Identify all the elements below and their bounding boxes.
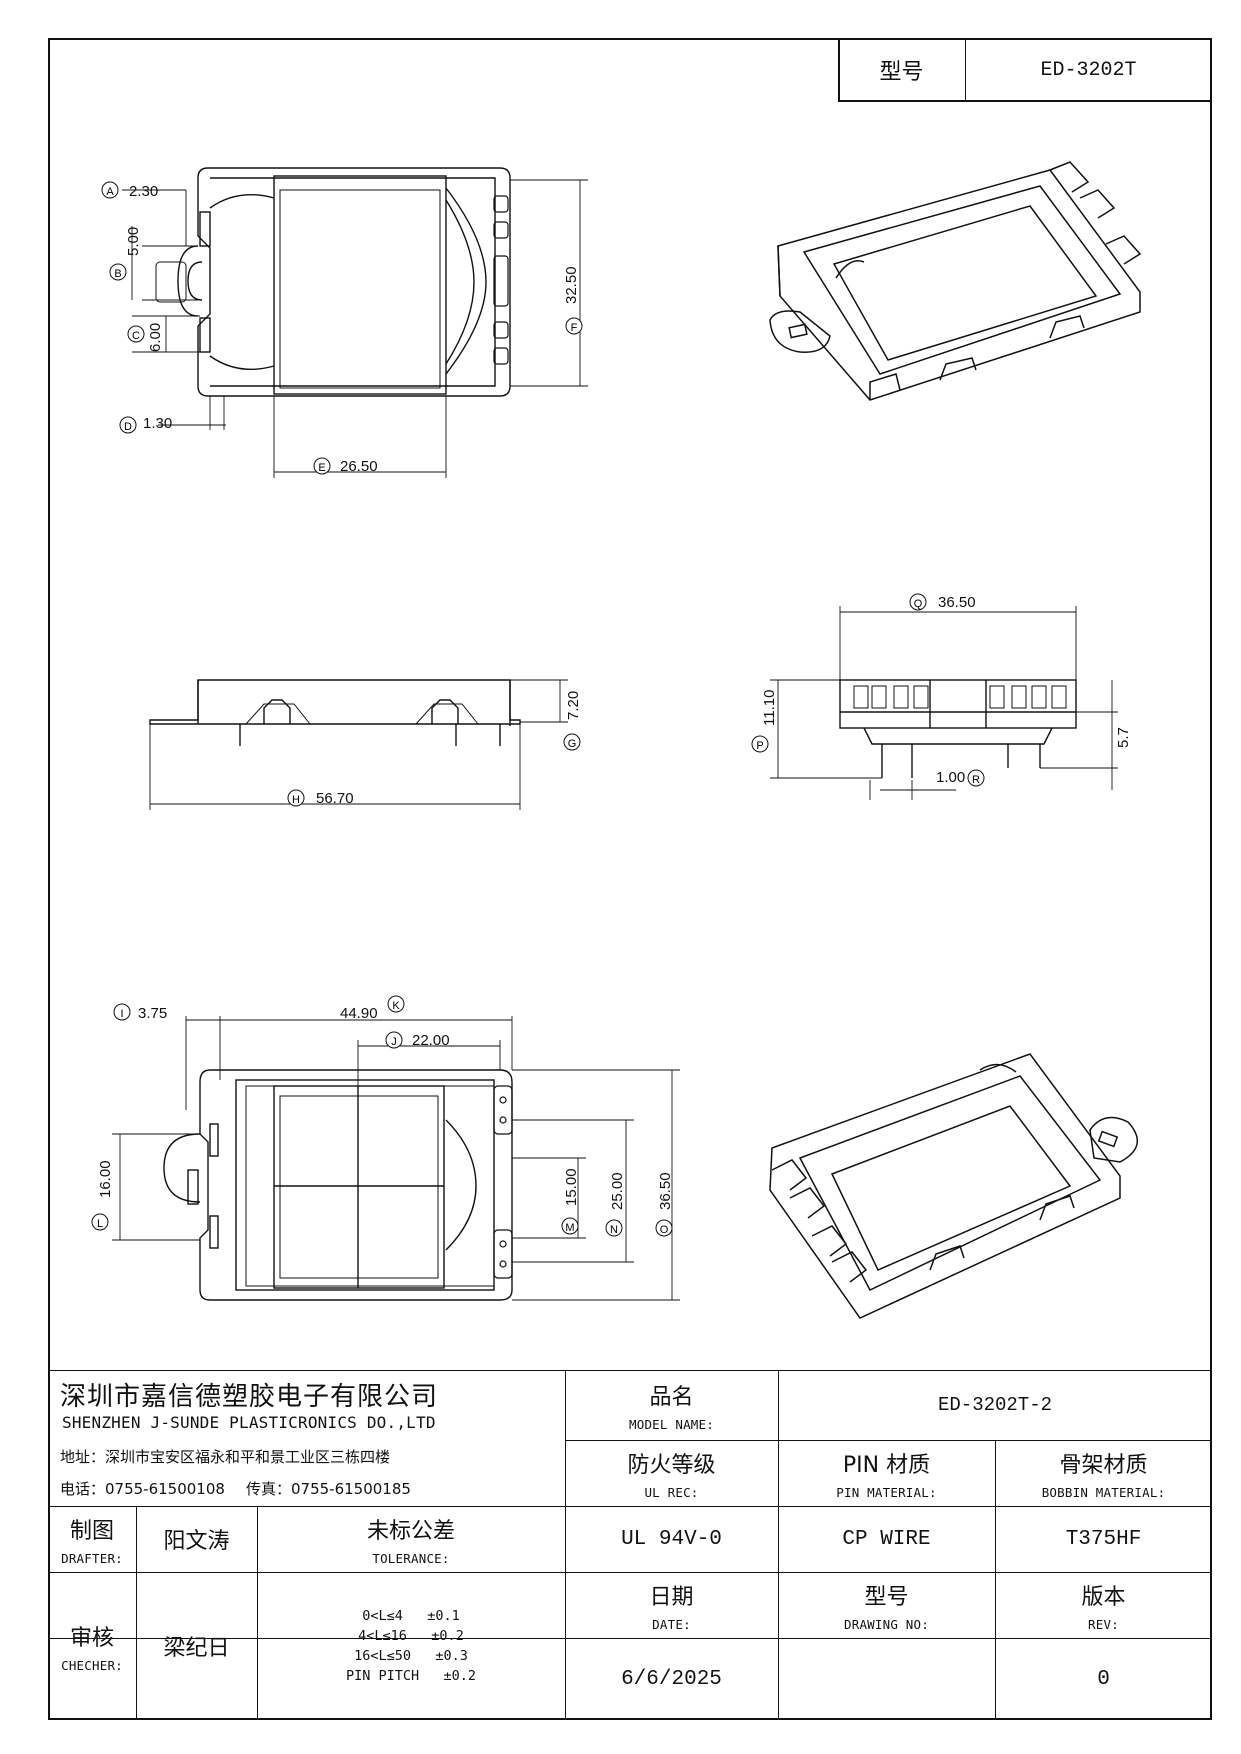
dim-E: 26.50 bbox=[340, 458, 378, 475]
drawing-no-en: DRAWING NO: bbox=[844, 1616, 929, 1632]
header-box bbox=[838, 38, 1212, 102]
iso-view-top bbox=[769, 161, 1142, 401]
dim-N: 25.00 bbox=[609, 1172, 626, 1210]
checker-label: 审核 CHECHER: bbox=[48, 1572, 136, 1720]
balloon-I: I bbox=[120, 1008, 123, 1020]
company-name-cn: 深圳市嘉信德塑胶电子有限公司 bbox=[60, 1382, 439, 1412]
technical-drawing: A 2.30 B 5.00 C 6.00 D 1.30 E 26.50 32.5… bbox=[91, 161, 1142, 1319]
dim-J: 22.00 bbox=[412, 1032, 450, 1049]
dim-I: 3.75 bbox=[138, 1005, 167, 1022]
bobbin-material-label: 骨架材质 BOBBIN MATERIAL: bbox=[995, 1440, 1212, 1506]
dim-S: 5.7 bbox=[1115, 727, 1132, 748]
fire-rating-en: UL REC: bbox=[644, 1484, 699, 1500]
pin-material-en: PIN MATERIAL: bbox=[836, 1484, 937, 1500]
checker-cn: 审核 bbox=[69, 1625, 114, 1651]
tolerance-table: 0<L≤4 ±0.1 4<L≤16 ±0.2 16<L≤50 ±0.3 PIN … bbox=[257, 1572, 565, 1720]
balloon-M: M bbox=[565, 1222, 574, 1234]
tolerance-line-3: 16<L≤50 ±0.3 bbox=[354, 1648, 468, 1664]
dim-D: 1.30 bbox=[143, 415, 172, 432]
dim-A: 2.30 bbox=[129, 183, 158, 200]
drawing-no-cn: 型号 bbox=[864, 1584, 909, 1610]
dim-R: 1.00 bbox=[936, 769, 965, 786]
tolerance-en: TOLERANCE: bbox=[372, 1550, 450, 1566]
balloon-L: L bbox=[97, 1218, 103, 1230]
dim-H: 56.70 bbox=[316, 790, 354, 807]
drafter-name: 阳文涛 bbox=[163, 1529, 230, 1554]
fire-rating-value: UL 94V-0 bbox=[621, 1527, 722, 1551]
balloon-B: B bbox=[114, 268, 121, 280]
dim-L: 16.00 bbox=[97, 1160, 114, 1198]
checker-en: CHECHER: bbox=[61, 1657, 123, 1673]
fire-rating-cn: 防火等级 bbox=[627, 1452, 716, 1478]
dim-P: 11.10 bbox=[761, 690, 778, 726]
balloon-P: P bbox=[756, 740, 763, 752]
balloon-A: A bbox=[106, 186, 114, 198]
drawing-frame bbox=[48, 38, 1212, 1720]
balloon-H: H bbox=[292, 794, 300, 806]
drawing-no-label: 型号 DRAWING NO: bbox=[778, 1572, 995, 1638]
header-model-value: ED-3202T bbox=[1040, 58, 1137, 82]
dim-B: 5.00 bbox=[125, 227, 142, 256]
dim-O: 36.50 bbox=[657, 1172, 674, 1210]
drafter-en: DRAFTER: bbox=[61, 1550, 123, 1566]
company-name-en: SHENZHEN J-SUNDE PLASTICRONICS DO.,LTD bbox=[62, 1413, 436, 1432]
tolerance-line-2: 4<L≤16 ±0.2 bbox=[358, 1628, 464, 1644]
balloon-N: N bbox=[610, 1224, 618, 1236]
dim-C: 6.00 bbox=[147, 323, 164, 352]
bobbin-material-en: BOBBIN MATERIAL: bbox=[1041, 1484, 1166, 1500]
balloon-O: O bbox=[660, 1224, 669, 1236]
bobbin-material-value: T375HF bbox=[1065, 1527, 1142, 1551]
product-name-value: ED-3202T-2 bbox=[937, 1394, 1053, 1416]
balloon-J: J bbox=[391, 1036, 397, 1048]
rev-en: REV: bbox=[1088, 1616, 1119, 1632]
iso-view-bottom bbox=[769, 1053, 1138, 1319]
company-fax: 传真：0755-61500185 bbox=[246, 1480, 411, 1498]
pin-material-cn: PIN 材质 bbox=[842, 1452, 931, 1478]
balloon-E: E bbox=[318, 462, 325, 474]
tolerance-line-4: PIN PITCH ±0.2 bbox=[345, 1668, 477, 1684]
dim-M: 15.00 bbox=[563, 1168, 580, 1206]
product-name-en: MODEL NAME: bbox=[629, 1416, 714, 1432]
pin-material-value: CP WIRE bbox=[842, 1527, 931, 1551]
product-name-cn: 品名 bbox=[649, 1384, 694, 1410]
rev-cn: 版本 bbox=[1081, 1584, 1126, 1610]
product-name-label: 品名 MODEL NAME: bbox=[565, 1370, 778, 1440]
balloon-R: R bbox=[972, 774, 980, 786]
tolerance-label: 未标公差 TOLERANCE: bbox=[257, 1506, 565, 1572]
front-view bbox=[149, 679, 568, 810]
drafter-label: 制图 DRAFTER: bbox=[48, 1506, 136, 1572]
side-view bbox=[770, 606, 1118, 800]
balloon-G: G bbox=[568, 738, 577, 750]
dim-G: 7.20 bbox=[565, 691, 582, 720]
tolerance-line-1: 0<L≤4 ±0.1 bbox=[362, 1608, 460, 1624]
dim-Q: 36.50 bbox=[938, 594, 976, 611]
dim-K: 44.90 bbox=[340, 1005, 378, 1022]
tolerance-cn: 未标公差 bbox=[366, 1518, 455, 1544]
balloon-K: K bbox=[392, 1000, 400, 1012]
date-value: 6/6/2025 bbox=[621, 1667, 722, 1691]
dimension-annotations: A 2.30 B 5.00 C 6.00 D 1.30 E 26.50 32.5… bbox=[91, 181, 1132, 1237]
company-address: 地址：深圳市宝安区福永和平和景工业区三栋四楼 bbox=[60, 1448, 391, 1466]
rev-label: 版本 REV: bbox=[995, 1572, 1212, 1638]
pin-material-label: PIN 材质 PIN MATERIAL: bbox=[778, 1440, 995, 1506]
fire-rating-label: 防火等级 UL REC: bbox=[565, 1440, 778, 1506]
balloon-Q: Q bbox=[914, 598, 923, 610]
checker-name: 梁纪日 bbox=[163, 1636, 230, 1661]
drawing-no-value bbox=[778, 1638, 995, 1720]
drafter-cn: 制图 bbox=[69, 1518, 114, 1544]
balloon-C: C bbox=[132, 330, 140, 342]
bottom-view bbox=[112, 1016, 680, 1301]
company-phone: 电话：0755-61500108 bbox=[60, 1480, 225, 1498]
bobbin-material-cn: 骨架材质 bbox=[1059, 1452, 1148, 1478]
dim-F: 32.50 bbox=[563, 266, 580, 304]
balloon-D: D bbox=[124, 421, 132, 433]
top-view bbox=[122, 167, 588, 478]
date-label: 日期 DATE: bbox=[565, 1572, 778, 1638]
date-cn: 日期 bbox=[649, 1584, 694, 1610]
rev-value: 0 bbox=[1097, 1667, 1110, 1691]
header-model-label: 型号 bbox=[879, 60, 924, 85]
balloon-F: F bbox=[571, 322, 578, 334]
date-en: DATE: bbox=[652, 1616, 691, 1632]
